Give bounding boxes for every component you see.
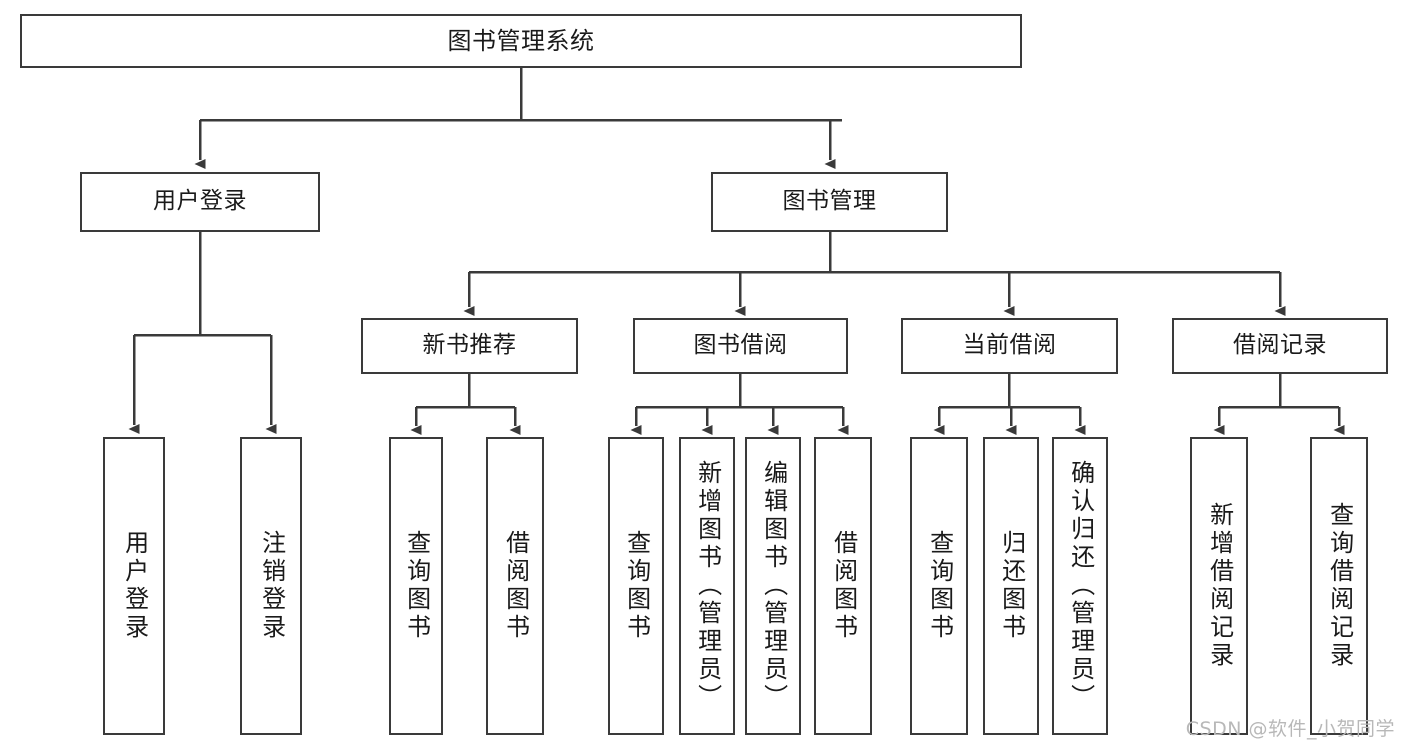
- node-label-user-login: 用户登录: [153, 188, 247, 215]
- node-leaf-query-book-rec[interactable]: 查询图书: [389, 437, 443, 735]
- node-label-leaf-confirm-return: 确认归还（管理员）: [1066, 460, 1095, 712]
- node-leaf-add-book[interactable]: 新增图书（管理员）: [679, 437, 735, 735]
- node-label-leaf-add-book: 新增图书（管理员）: [693, 460, 722, 712]
- node-leaf-query-book-borrow[interactable]: 查询图书: [608, 437, 664, 735]
- node-leaf-user-login[interactable]: 用户登录: [103, 437, 165, 735]
- node-label-new-book-rec: 新书推荐: [422, 332, 517, 359]
- node-leaf-confirm-return[interactable]: 确认归还（管理员）: [1052, 437, 1108, 735]
- node-current-borrow[interactable]: 当前借阅: [901, 318, 1118, 374]
- node-label-leaf-query-book-borrow: 查询图书: [622, 530, 651, 642]
- node-label-leaf-user-login: 用户登录: [120, 530, 149, 642]
- node-label-leaf-query-book-cur: 查询图书: [925, 530, 954, 642]
- node-label-leaf-edit-book: 编辑图书（管理员）: [759, 460, 788, 712]
- node-label-current-borrow: 当前借阅: [962, 332, 1057, 359]
- node-leaf-edit-book[interactable]: 编辑图书（管理员）: [745, 437, 801, 735]
- node-label-leaf-borrow-book-rec: 借阅图书: [501, 530, 530, 642]
- watermark: CSDN @软件_小贺同学: [1185, 718, 1395, 740]
- node-leaf-user-logout[interactable]: 注销登录: [240, 437, 302, 735]
- node-root[interactable]: 图书管理系统: [20, 14, 1022, 68]
- node-label-leaf-add-record: 新增借阅记录: [1205, 502, 1234, 670]
- node-label-leaf-user-logout: 注销登录: [257, 530, 286, 642]
- node-leaf-return-book[interactable]: 归还图书: [983, 437, 1039, 735]
- node-user-login[interactable]: 用户登录: [80, 172, 320, 232]
- node-book-borrow[interactable]: 图书借阅: [633, 318, 848, 374]
- node-label-book-manage: 图书管理: [782, 188, 877, 215]
- node-book-manage[interactable]: 图书管理: [711, 172, 948, 232]
- node-leaf-add-record[interactable]: 新增借阅记录: [1190, 437, 1248, 735]
- node-leaf-borrow-book[interactable]: 借阅图书: [814, 437, 872, 735]
- node-label-leaf-return-book: 归还图书: [997, 530, 1026, 642]
- node-leaf-query-record[interactable]: 查询借阅记录: [1310, 437, 1368, 735]
- node-borrow-record[interactable]: 借阅记录: [1172, 318, 1388, 374]
- node-new-book-rec[interactable]: 新书推荐: [361, 318, 578, 374]
- node-leaf-borrow-book-rec[interactable]: 借阅图书: [486, 437, 544, 735]
- node-label-leaf-query-record: 查询借阅记录: [1325, 502, 1354, 670]
- node-label-book-borrow: 图书借阅: [693, 332, 788, 359]
- node-leaf-query-book-cur[interactable]: 查询图书: [910, 437, 968, 735]
- node-label-leaf-borrow-book: 借阅图书: [829, 530, 858, 642]
- node-label-leaf-query-book-rec: 查询图书: [402, 530, 431, 642]
- node-label-root: 图书管理系统: [447, 26, 595, 55]
- node-label-borrow-record: 借阅记录: [1233, 332, 1327, 359]
